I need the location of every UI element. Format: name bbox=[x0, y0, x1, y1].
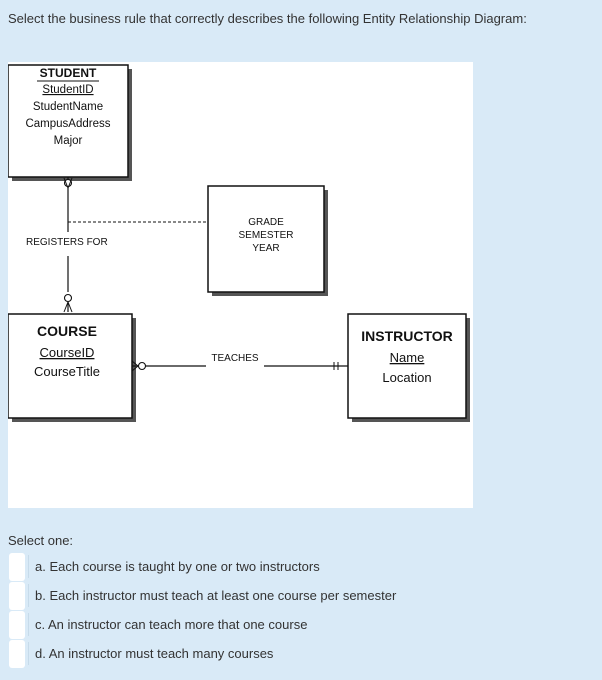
erd-svg: STUDENT StudentID StudentName CampusAddr… bbox=[8, 64, 470, 422]
instructor-attr-location: Location bbox=[382, 370, 431, 385]
option-a[interactable]: a. Each course is taught by one or two i… bbox=[28, 555, 326, 578]
teaches-relationship: TEACHES bbox=[131, 353, 348, 372]
option-d[interactable]: d. An instructor must teach many courses bbox=[28, 642, 279, 665]
registers-for-label: REGISTERS FOR bbox=[26, 237, 108, 248]
registers-for-relationship: REGISTERS FOR bbox=[26, 177, 208, 313]
course-optional-circle bbox=[63, 293, 73, 303]
erd-diagram: STUDENT StudentID StudentName CampusAddr… bbox=[8, 62, 473, 508]
associative-entity: GRADE SEMESTER YEAR bbox=[207, 185, 328, 296]
option-b[interactable]: b. Each instructor must teach at least o… bbox=[28, 584, 402, 607]
student-title: STUDENT bbox=[40, 66, 97, 80]
question-prompt: Select the business rule that correctly … bbox=[8, 11, 527, 26]
option-d-radio[interactable] bbox=[9, 640, 25, 668]
instructor-entity: INSTRUCTOR Name Location bbox=[347, 313, 470, 422]
associative-attr-grade: GRADE bbox=[248, 217, 284, 228]
student-attr-studentname: StudentName bbox=[33, 101, 103, 113]
course-box bbox=[8, 313, 133, 419]
student-box bbox=[8, 64, 129, 178]
option-a-radio[interactable] bbox=[9, 553, 25, 581]
student-entity: STUDENT StudentID StudentName CampusAddr… bbox=[8, 64, 132, 181]
associative-attr-semester: SEMESTER bbox=[238, 230, 293, 241]
teaches-label: TEACHES bbox=[211, 353, 259, 364]
course-attr-courseid: CourseID bbox=[40, 345, 95, 360]
option-c-radio[interactable] bbox=[9, 611, 25, 639]
instructor-title: INSTRUCTOR bbox=[361, 328, 453, 344]
course-entity: COURSE CourseID CourseTitle bbox=[8, 313, 136, 422]
student-attr-major: Major bbox=[54, 135, 83, 147]
course-title: COURSE bbox=[37, 323, 97, 339]
course-attr-coursetitle: CourseTitle bbox=[34, 364, 100, 379]
student-attr-campusaddress: CampusAddress bbox=[25, 118, 110, 130]
student-attr-studentid: StudentID bbox=[42, 84, 93, 96]
instructor-box bbox=[347, 313, 467, 419]
select-one-label: Select one: bbox=[8, 533, 74, 548]
instructor-attr-name: Name bbox=[390, 350, 425, 365]
course-teaches-circle bbox=[137, 361, 147, 371]
associative-attr-year: YEAR bbox=[252, 243, 279, 254]
option-c[interactable]: c. An instructor can teach more that one… bbox=[28, 613, 313, 636]
option-b-radio[interactable] bbox=[9, 582, 25, 610]
associative-box bbox=[207, 185, 325, 293]
